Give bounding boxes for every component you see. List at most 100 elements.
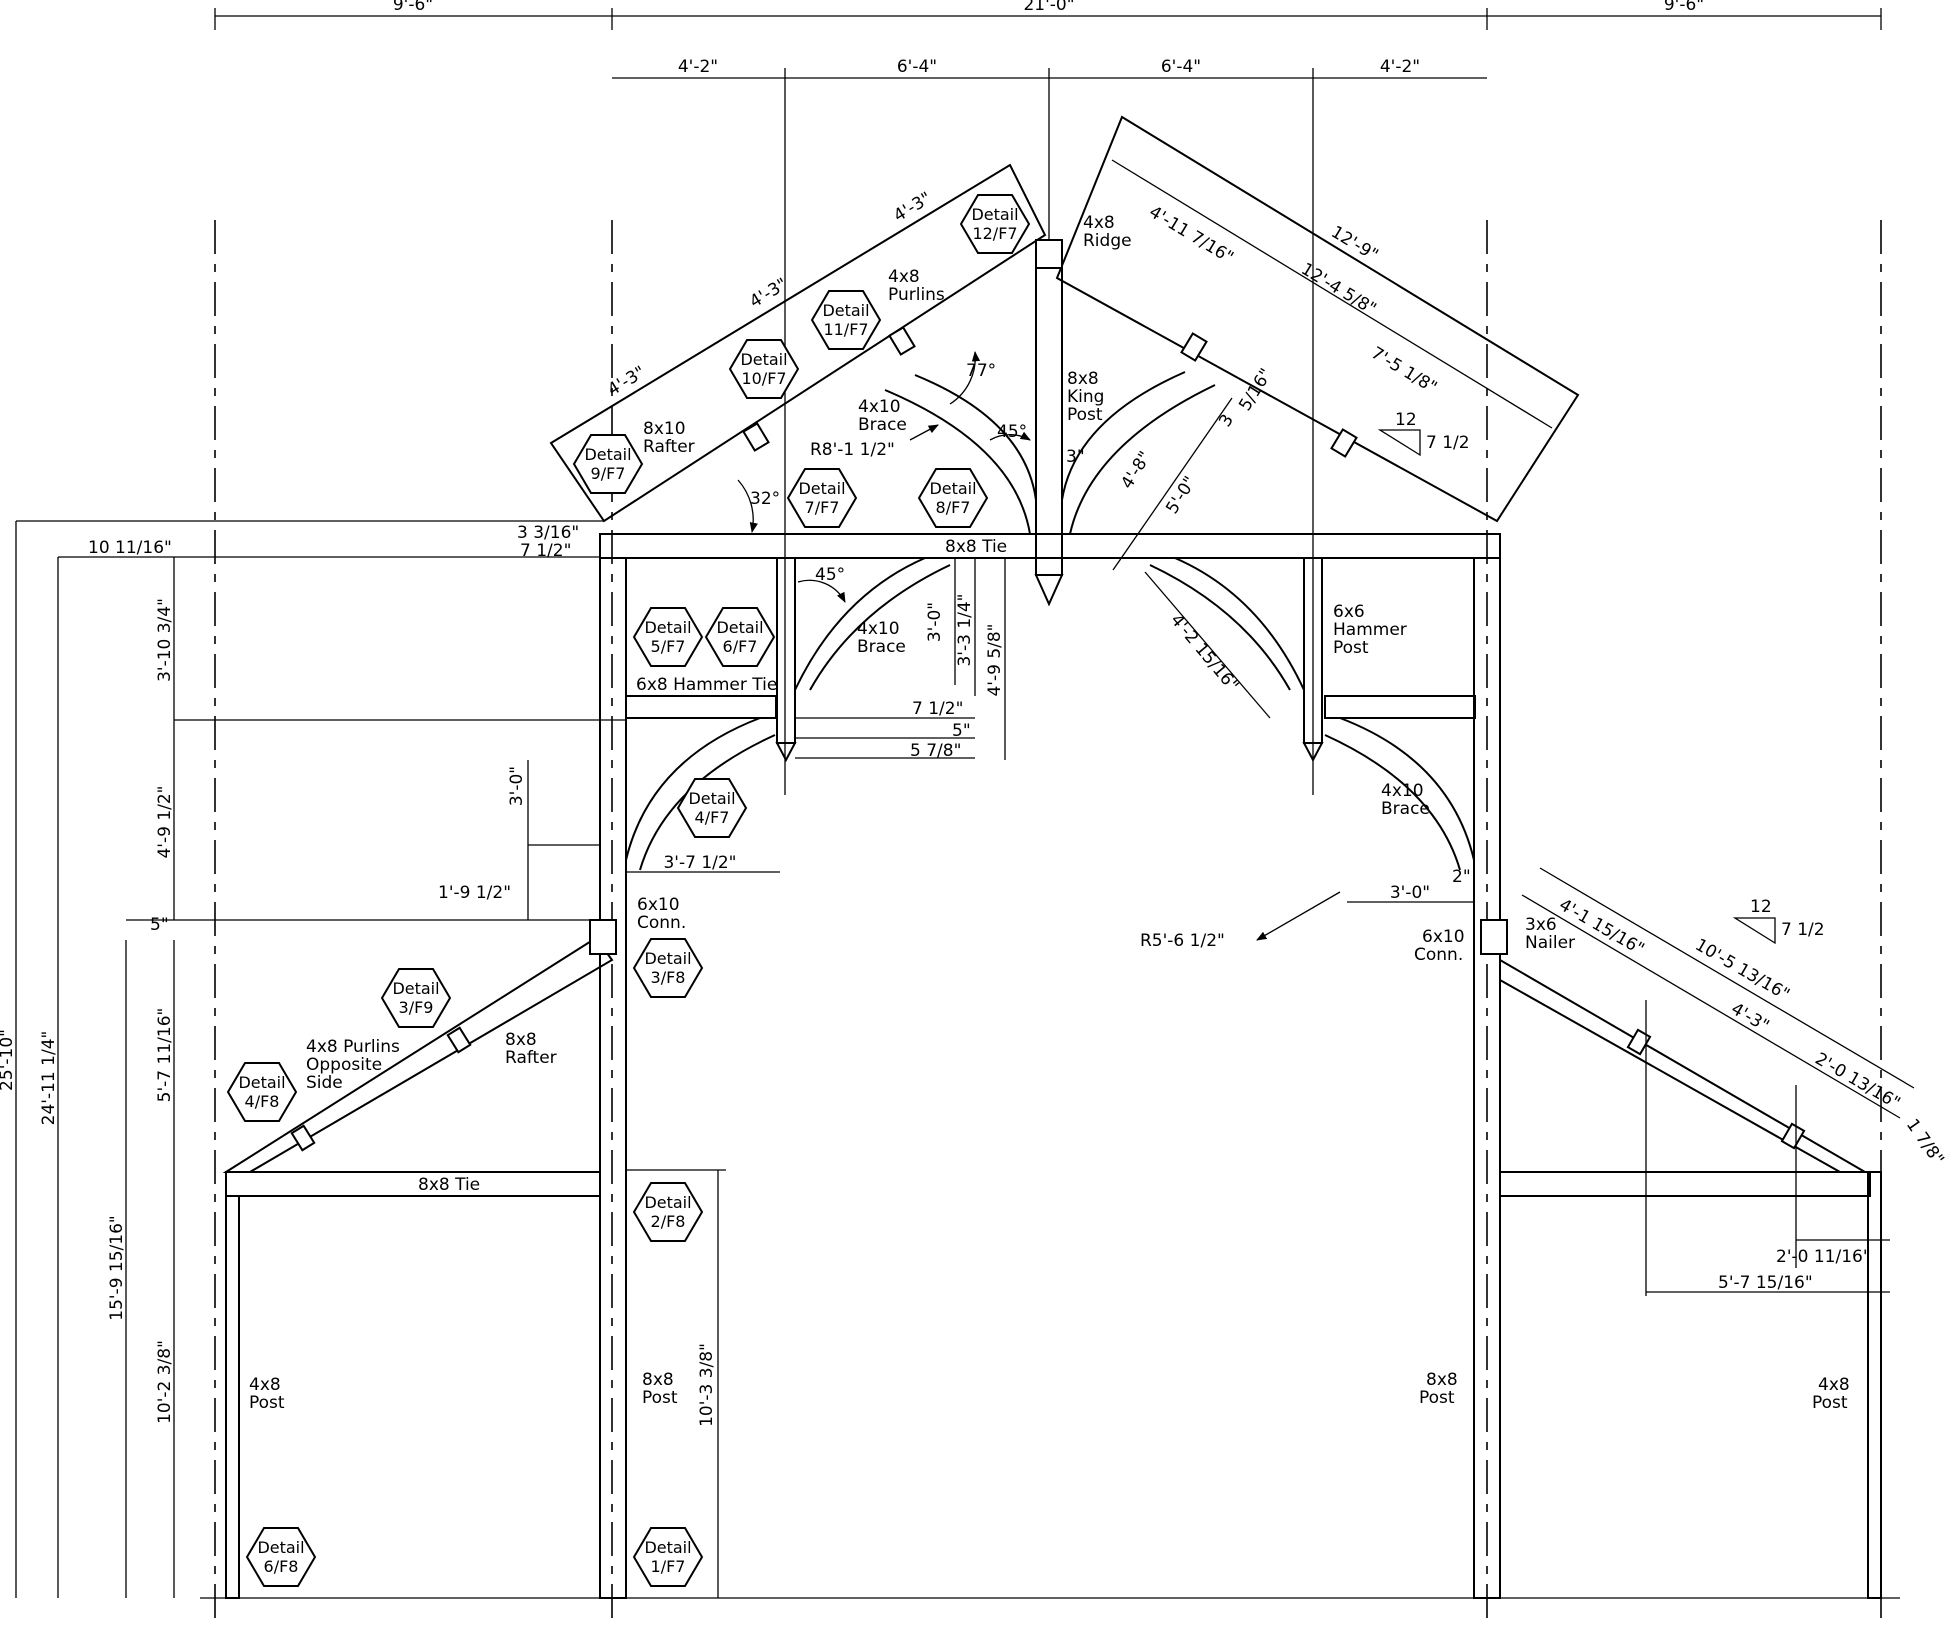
king-post-tip bbox=[1034, 574, 1064, 607]
dim-left-13: 3'-0" bbox=[507, 766, 527, 806]
dim-roof-9: 5'-0" bbox=[1162, 473, 1200, 518]
right-post bbox=[1867, 1171, 1882, 1599]
pitch-rise-2: 7 1/2 bbox=[1781, 920, 1825, 940]
svg-text:11/F7: 11/F7 bbox=[823, 320, 868, 339]
angle-32: 32° bbox=[750, 489, 780, 509]
dim-int-3: 4'-9 5/8" bbox=[985, 623, 1005, 696]
angle-45-mid: 45° bbox=[815, 565, 845, 585]
svg-text:Detail: Detail bbox=[644, 618, 691, 637]
dim-line-shed-overall bbox=[1539, 867, 1915, 1089]
svg-text:5/F7: 5/F7 bbox=[651, 637, 686, 656]
angle-arc-32 bbox=[737, 479, 758, 534]
mid-brace-right bbox=[1174, 557, 1305, 691]
right-tie bbox=[1499, 1171, 1871, 1197]
upper-brace-left-outer bbox=[884, 389, 1031, 535]
lower-brace-right bbox=[1339, 717, 1475, 861]
angle-77: 77° bbox=[966, 361, 996, 381]
hammer-tie-right bbox=[1324, 695, 1476, 719]
lower-brace-left bbox=[625, 717, 761, 861]
svg-text:Detail: Detail bbox=[644, 1538, 691, 1557]
angle-arc-45-mid bbox=[797, 579, 846, 603]
svg-text:12/F7: 12/F7 bbox=[972, 224, 1017, 243]
dim-shed-8: 10'-3 3/8" bbox=[697, 1343, 717, 1427]
dim-roof-7: 7'-5 1/8" bbox=[1367, 343, 1440, 398]
main-frame bbox=[549, 115, 1580, 1599]
dim-left-6: 4'-9 1/2" bbox=[155, 785, 175, 858]
dim-left-1: 25'-10" bbox=[0, 1029, 17, 1091]
dim-left-4: 10'-2 3/8" bbox=[155, 1340, 175, 1424]
dim-left-8: 10 11/16" bbox=[88, 538, 172, 558]
dim-shed-1: 10'-5 13/16" bbox=[1692, 935, 1793, 1005]
dim-line-rafter-right bbox=[1121, 116, 1579, 396]
dim-int-9: 3'-0" bbox=[1390, 883, 1430, 903]
angle-45-top: 45° bbox=[997, 422, 1027, 442]
dim-shed-3: 4'-3" bbox=[1728, 999, 1773, 1036]
right-purlin-marker-2 bbox=[1780, 1122, 1806, 1150]
svg-text:Detail: Detail bbox=[716, 618, 763, 637]
left-tie bbox=[225, 1171, 601, 1197]
svg-text:1/F7: 1/F7 bbox=[651, 1557, 686, 1576]
purlin-marker-4 bbox=[1330, 428, 1358, 458]
svg-text:Detail: Detail bbox=[257, 1538, 304, 1557]
right-shed-rafter bbox=[1499, 958, 1869, 1173]
svg-text:Detail: Detail bbox=[971, 205, 1018, 224]
svg-text:7/F7: 7/F7 bbox=[805, 498, 840, 517]
main-tie bbox=[599, 533, 1501, 559]
hammer-post-left bbox=[776, 557, 796, 744]
upper-brace-right-inner bbox=[1061, 371, 1186, 501]
centerlines bbox=[214, 220, 1882, 1626]
dim-left-7: 3'-10 3/4" bbox=[155, 598, 175, 682]
radius-leader-r8 bbox=[909, 424, 939, 441]
dim-int-12: R8'-1 1/2" bbox=[810, 440, 895, 460]
roof-dimensions: 4'-3" 4'-3" 4'-3" 12'-9" 12'-4 5/8" 4'-1… bbox=[550, 116, 1579, 571]
svg-text:10/F7: 10/F7 bbox=[741, 369, 786, 388]
svg-text:9/F7: 9/F7 bbox=[591, 464, 626, 483]
pitch-symbols: 12 7 1/2 12 7 1/2 bbox=[1377, 410, 1825, 945]
dim-roof-5: 12'-4 5/8" bbox=[1297, 259, 1379, 319]
svg-text:Detail: Detail bbox=[392, 979, 439, 998]
mid-brace-right-inner bbox=[1149, 564, 1291, 691]
purlin-marker-2 bbox=[742, 422, 770, 452]
dim-roof-1: 4'-3" bbox=[604, 362, 649, 400]
dim-left-11: 5" bbox=[150, 915, 169, 935]
dim-roof-11: 3 bbox=[1215, 411, 1238, 431]
left-dimensions: 25'-10" 24'-11 1/4" 15'-9 15/16" 10'-2 3… bbox=[0, 520, 626, 1598]
svg-text:Detail: Detail bbox=[644, 949, 691, 968]
dim-int-10: 2" bbox=[1452, 867, 1471, 887]
dim-int-11: R5'-6 1/2" bbox=[1140, 931, 1225, 951]
dim-int-4: 7 1/2" bbox=[912, 699, 963, 719]
dim-int-7: 3'-7 1/2" bbox=[663, 853, 736, 873]
dim-int-1: 3'-0" bbox=[925, 602, 945, 642]
dim-center-1: 4'-2" bbox=[678, 57, 718, 77]
left-conn-block bbox=[589, 919, 617, 955]
angle-arc-77 bbox=[949, 350, 981, 405]
left-post bbox=[225, 1195, 240, 1599]
dim-shed-6: 2'-0 11/16" bbox=[1776, 1247, 1871, 1267]
right-purlin-marker-1 bbox=[1626, 1028, 1652, 1056]
hammer-post-left-tip bbox=[775, 742, 797, 763]
svg-text:Detail: Detail bbox=[584, 445, 631, 464]
main-post-left bbox=[599, 557, 627, 1599]
dim-left-5: 5'-7 11/16" bbox=[155, 1008, 175, 1103]
